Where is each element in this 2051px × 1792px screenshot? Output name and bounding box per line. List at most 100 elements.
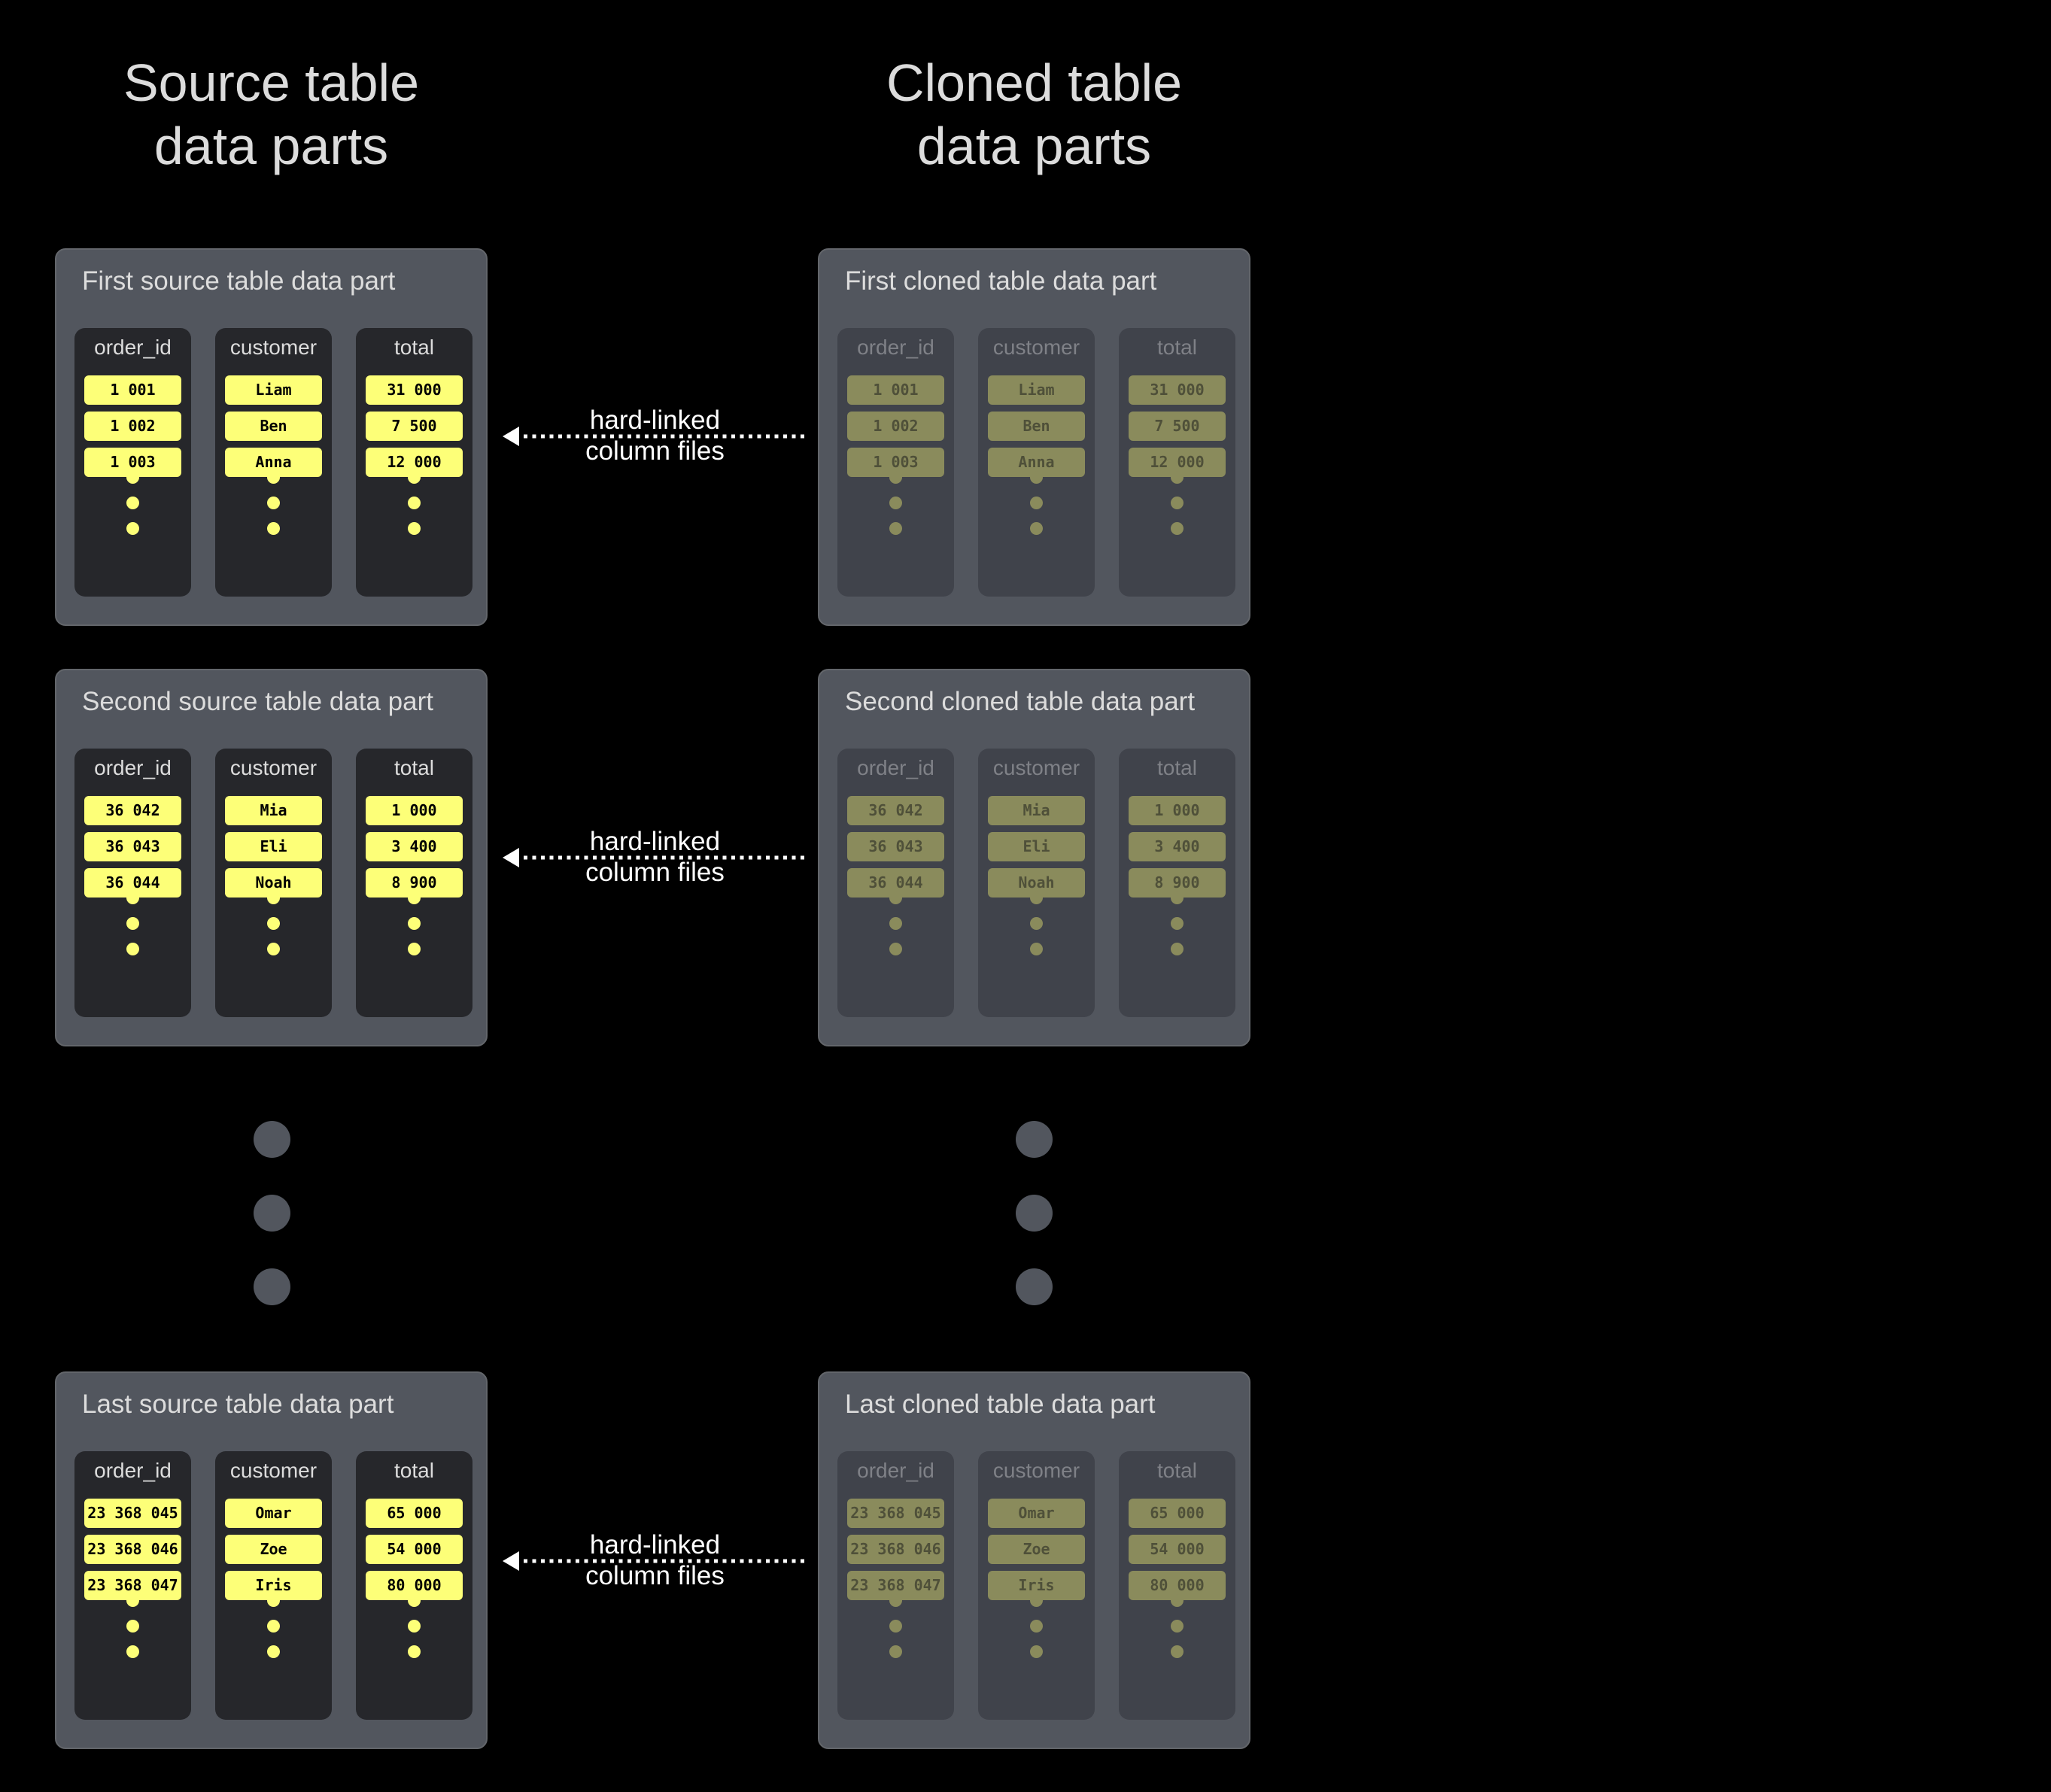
column-value: Mia (225, 796, 322, 825)
cloned-data-part-title: Second cloned table data part (845, 687, 1196, 716)
more-rows-dot (1171, 522, 1184, 535)
column-value: Ben (988, 412, 1085, 441)
column-header: total (1157, 1459, 1197, 1482)
more-rows-dot (126, 917, 139, 930)
column-value: Iris (225, 1571, 322, 1600)
source-data-part-title: Second source table data part (82, 687, 433, 716)
column-value: 36 042 (847, 796, 944, 825)
more-rows-dot (1030, 917, 1043, 930)
more-rows-dot (126, 891, 139, 904)
cloned-ellipsis-dot (1016, 1195, 1053, 1232)
more-rows-dot (1030, 891, 1043, 904)
column-value: 36 043 (847, 832, 944, 861)
column-header: total (394, 1459, 434, 1482)
column-value: 36 042 (84, 796, 181, 825)
more-rows-dot (1171, 943, 1184, 955)
column-value: 1 000 (1129, 796, 1226, 825)
column-value: 3 400 (366, 832, 463, 861)
column-header: customer (229, 1459, 318, 1482)
more-rows-dot (267, 917, 280, 930)
column-value: Eli (988, 832, 1085, 861)
column-value: Zoe (225, 1535, 322, 1564)
more-rows-dot (1171, 1594, 1184, 1607)
column-value: 7 500 (366, 412, 463, 441)
column-value: Omar (225, 1499, 322, 1528)
more-rows-dot (889, 891, 902, 904)
more-rows-dot (889, 917, 902, 930)
more-rows-dot (408, 497, 421, 509)
column-header: order_id (857, 336, 934, 359)
more-rows-dot (1030, 1620, 1043, 1633)
hard-link-label-line-1: hard-linked (589, 405, 721, 435)
more-rows-dot (267, 522, 280, 535)
more-rows-dot (267, 1594, 280, 1607)
more-rows-dot (267, 943, 280, 955)
more-rows-dot (889, 1645, 902, 1658)
column-value: 7 500 (1129, 412, 1226, 441)
arrow-left-icon (503, 848, 807, 867)
column-value: 80 000 (1129, 1571, 1226, 1600)
more-rows-dot (1171, 891, 1184, 904)
column-value: 1 001 (84, 375, 181, 405)
more-rows-dot (889, 943, 902, 955)
source-ellipsis-dot (254, 1195, 290, 1232)
column-value: Eli (225, 832, 322, 861)
column-value: 31 000 (1129, 375, 1226, 405)
more-rows-dot (1171, 1620, 1184, 1633)
column-value: Omar (988, 1499, 1085, 1528)
column-value: 65 000 (366, 1499, 463, 1528)
column-value: 23 368 046 (847, 1535, 944, 1564)
column-value: Ben (225, 412, 322, 441)
column-header: order_id (857, 1459, 934, 1482)
column-header: customer (229, 756, 318, 779)
arrow-left-icon (503, 1551, 807, 1571)
hard-link-label-line-1: hard-linked (589, 827, 721, 856)
source-data-part: Second source table data part order_id 36 … (55, 669, 488, 1046)
more-rows-dot (267, 1645, 280, 1658)
column-header: order_id (857, 756, 934, 779)
column-value: Mia (988, 796, 1085, 825)
more-rows-dot (408, 1594, 421, 1607)
more-rows-dot (889, 497, 902, 509)
more-rows-dot (126, 1645, 139, 1658)
arrow-left-icon (503, 427, 807, 446)
column-value: 3 400 (1129, 832, 1226, 861)
column-header: customer (992, 336, 1080, 359)
more-rows-dot (126, 497, 139, 509)
column-value: 1 000 (366, 796, 463, 825)
more-rows-dot (1171, 497, 1184, 509)
column-value: 1 001 (847, 375, 944, 405)
more-rows-dot (1030, 1594, 1043, 1607)
source-heading-line-1: Source table (123, 53, 420, 112)
source-data-part-title: Last source table data part (82, 1390, 394, 1419)
column-value: Zoe (988, 1535, 1085, 1564)
more-rows-dot (889, 522, 902, 535)
more-rows-dot (1171, 917, 1184, 930)
column-value: Noah (225, 868, 322, 898)
more-rows-dot (408, 471, 421, 484)
column-value: 54 000 (1129, 1535, 1226, 1564)
more-rows-dot (408, 943, 421, 955)
cloned-heading: Cloned table data parts (818, 51, 1250, 178)
more-rows-dot (126, 471, 139, 484)
more-rows-dot (267, 1620, 280, 1633)
column-value: Liam (225, 375, 322, 405)
column-header: total (394, 756, 434, 779)
column-header: total (1157, 756, 1197, 779)
column-value: 1 002 (84, 412, 181, 441)
more-rows-dot (267, 471, 280, 484)
source-ellipsis-dot (254, 1268, 290, 1305)
column-header: order_id (94, 756, 172, 779)
more-rows-dot (1030, 1645, 1043, 1658)
